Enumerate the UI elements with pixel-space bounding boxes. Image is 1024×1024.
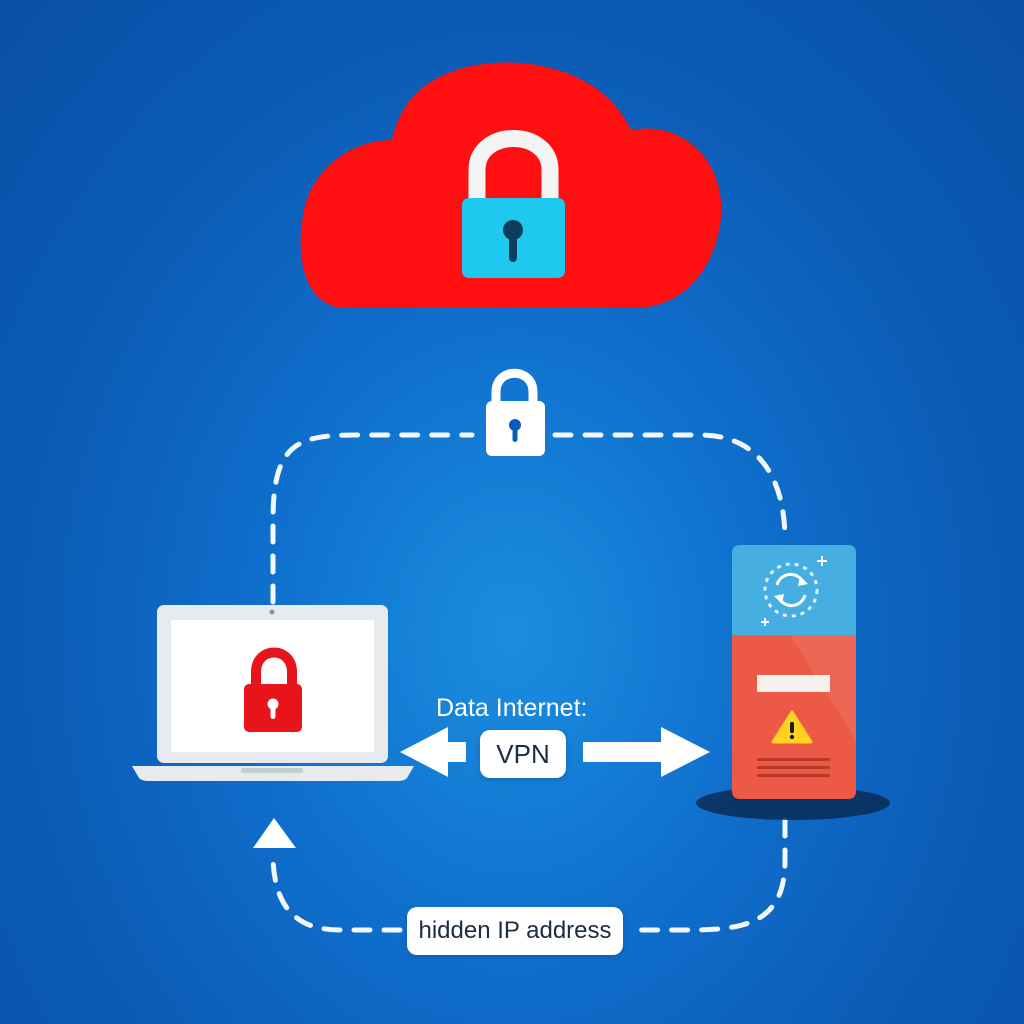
data-internet-caption: Data Internet: <box>436 694 588 722</box>
arrow-right-icon <box>583 727 710 777</box>
dashed-path <box>270 432 788 933</box>
cloud-icon <box>300 62 722 308</box>
lock-icon <box>462 130 565 278</box>
sync-icon <box>761 556 827 626</box>
lock-icon <box>244 647 302 732</box>
lock-icon <box>486 368 545 456</box>
arrow-left-icon <box>400 727 466 777</box>
arrow-up-icon <box>253 818 296 848</box>
vpn-label: VPN <box>480 730 566 778</box>
server-icon <box>696 545 890 820</box>
hidden-ip-label: hidden IP address <box>407 907 623 955</box>
warning-icon <box>771 710 813 744</box>
